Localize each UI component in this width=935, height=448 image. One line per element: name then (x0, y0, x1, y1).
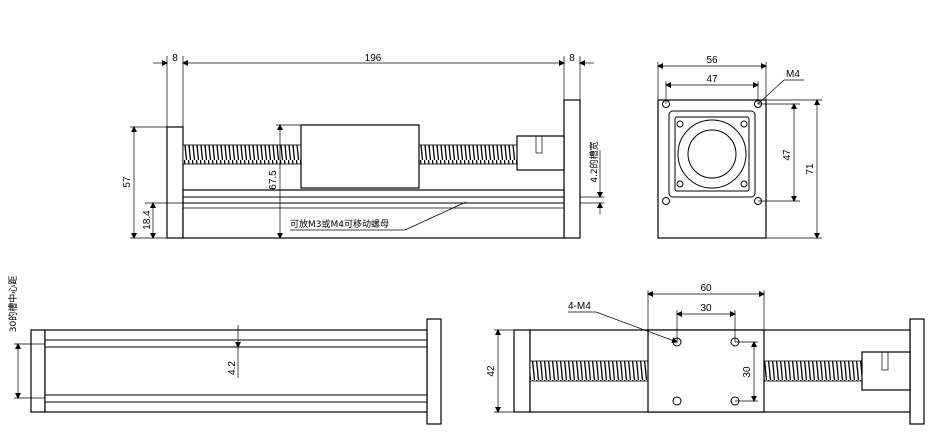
carriage-plate (647, 329, 765, 413)
carriage-block (300, 124, 420, 189)
dim-slot-width: 4.2 (227, 361, 238, 375)
dim-hole-spacing-h: 47 (706, 74, 718, 85)
plate-hole (672, 396, 682, 406)
flange-hole (740, 180, 748, 188)
dim-carriage-height: 67.5 (268, 170, 279, 190)
dim-left-flange: 8 (172, 53, 178, 64)
left-end-plate (513, 329, 531, 413)
flange-hole (676, 120, 684, 128)
flange-hole (676, 180, 684, 188)
label-holes: 4-M4 (568, 301, 591, 312)
bottom-view: 4.2 30的槽中心距 (7, 276, 442, 425)
coupling-slot (881, 351, 889, 371)
leader-line (404, 201, 467, 231)
note-nut: 可放M3或M4可移动螺母 (290, 218, 389, 230)
coupling-slot (535, 135, 543, 154)
left-end-plate (166, 126, 184, 239)
lead-screw-right (418, 144, 518, 165)
dim-width: 56 (706, 55, 718, 66)
mount-hole (662, 197, 670, 205)
dim-height: 71 (805, 163, 816, 175)
lead-screw-left (182, 144, 302, 165)
flange-hole (740, 120, 748, 128)
motor-boss-outer (677, 119, 747, 189)
dim-right-flange: 8 (569, 53, 575, 64)
lead-screw-right (763, 360, 863, 382)
leader-line (757, 79, 785, 105)
dim-plate-holes: 60 (700, 283, 712, 294)
leader-line (595, 311, 678, 344)
dim-height: 42 (486, 365, 497, 377)
dim-height: 57 (122, 176, 133, 188)
motor-flange-outer (668, 110, 756, 198)
dim-hole-spacing-v: 47 (782, 149, 793, 161)
motor-flange-inner (674, 116, 750, 192)
dim-length: 196 (365, 53, 382, 64)
end-view: 56 47 47 71 M4 (657, 55, 822, 239)
coupling-block (861, 351, 911, 391)
dim-slot-height: 18.4 (142, 210, 153, 230)
right-end-plate (909, 318, 925, 425)
top-view: 60 30 30 42 4-M4 (486, 283, 925, 425)
right-end-plate (563, 99, 581, 239)
motor-boss-inner (687, 129, 737, 179)
dim-slot-width: 4.2的槽宽 (588, 141, 600, 182)
dim-vertical-holes: 30 (742, 366, 753, 378)
end-plate (657, 99, 767, 239)
right-end-plate (426, 318, 442, 425)
front-view: 8 196 8 57 18.4 67.5 4.2的槽宽 可放M3或M4可移动螺母 (122, 53, 604, 239)
left-end-plate (30, 329, 46, 413)
dim-inner-holes: 30 (700, 303, 712, 314)
lead-screw-left (529, 360, 649, 382)
label-thread: M4 (786, 69, 800, 80)
dim-slot-center: 30的槽中心距 (7, 276, 19, 332)
